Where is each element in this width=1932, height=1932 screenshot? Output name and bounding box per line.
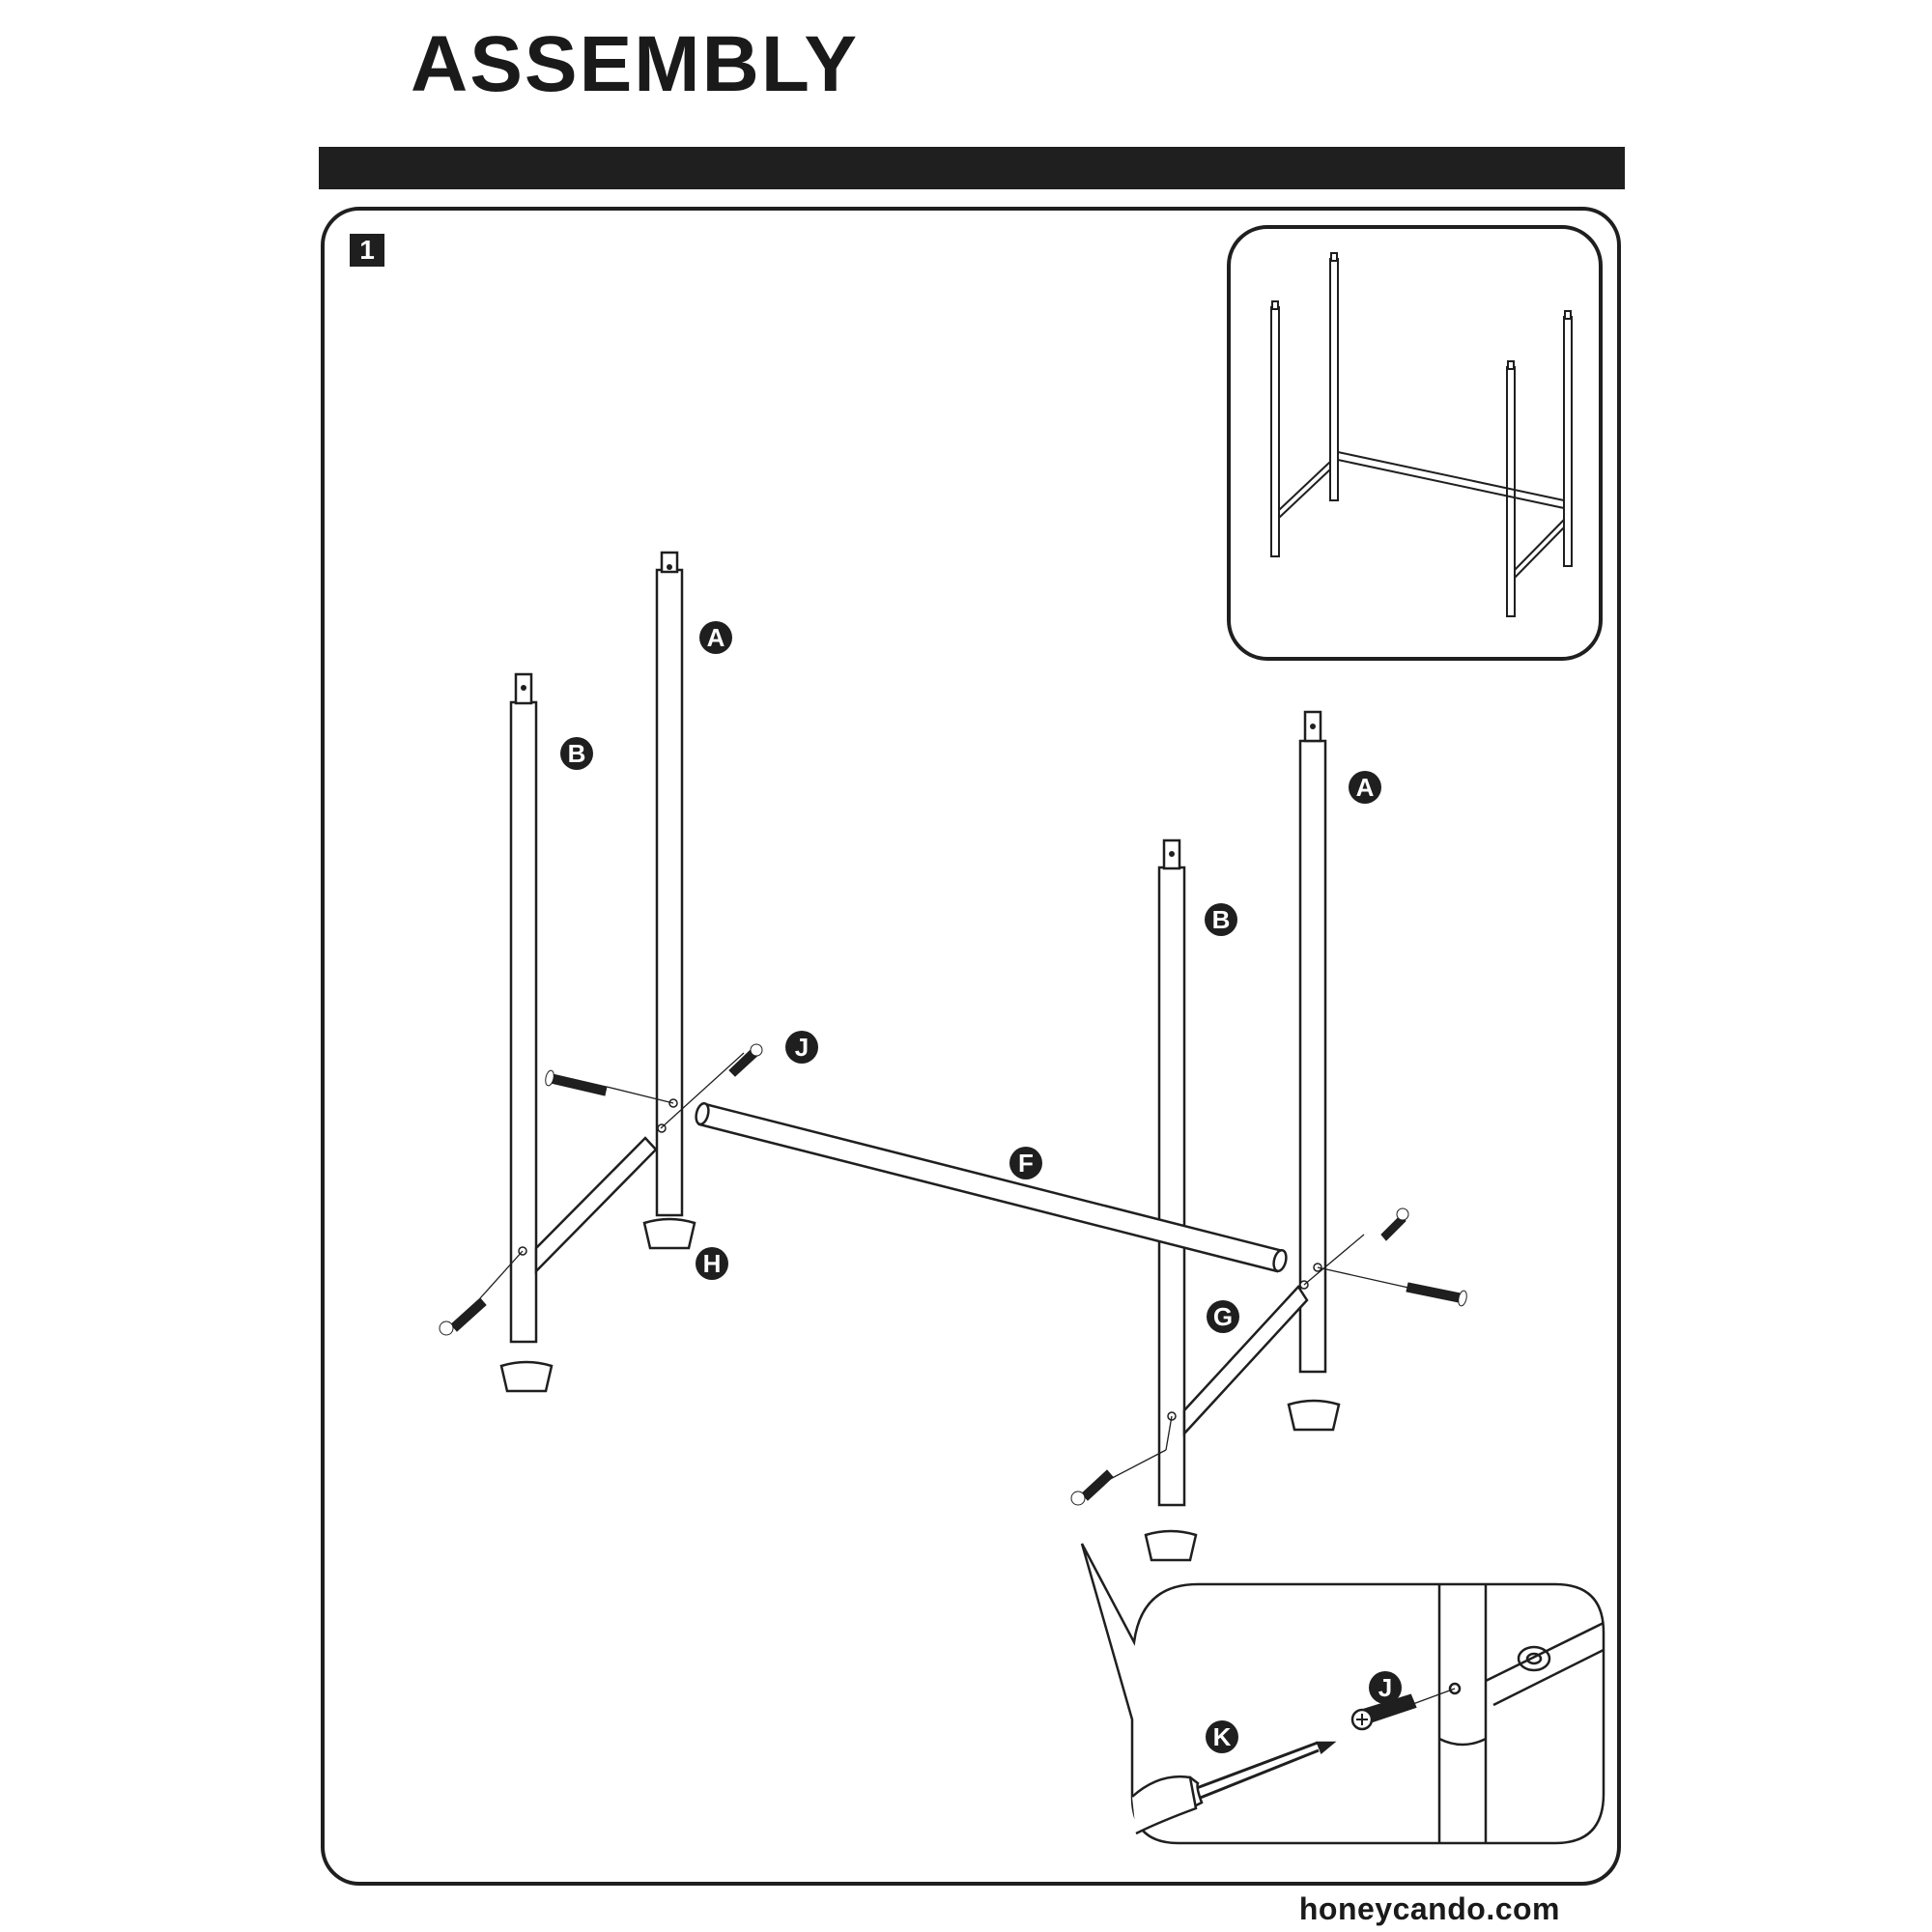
detail-inset — [1080, 1543, 1605, 1845]
footer-website: honeycando.com — [1298, 1891, 1560, 1926]
callout-j-2: J — [1369, 1671, 1402, 1704]
callout-b-2: B — [1205, 903, 1237, 936]
svg-text:A: A — [707, 623, 725, 652]
header-bar — [319, 147, 1625, 189]
svg-text:K: K — [1213, 1722, 1232, 1751]
callout-a-1: A — [699, 621, 732, 654]
step-panel — [321, 207, 1621, 1886]
svg-text:A: A — [1356, 773, 1375, 802]
foot-h-1 — [642, 1217, 696, 1250]
svg-text:J: J — [795, 1033, 809, 1062]
rail-g-right — [1182, 1284, 1309, 1437]
rail-f — [697, 1102, 1285, 1273]
svg-text:G: G — [1213, 1302, 1233, 1331]
callout-f: F — [1009, 1147, 1042, 1179]
leg-b-front-right — [1157, 866, 1186, 1507]
foot-h-2 — [499, 1360, 554, 1393]
page-title: ASSEMBLY — [411, 20, 860, 108]
leg-b-front-left — [509, 700, 538, 1344]
foot-h-3 — [1287, 1399, 1341, 1432]
svg-text:J: J — [1378, 1673, 1392, 1702]
callout-g: G — [1207, 1300, 1239, 1333]
leg-a-back-left — [655, 568, 684, 1217]
callout-h: H — [696, 1247, 728, 1280]
svg-text:F: F — [1018, 1149, 1034, 1178]
main-assembly-drawing — [499, 551, 1341, 1562]
svg-text:B: B — [568, 739, 586, 768]
callout-j-1: J — [785, 1031, 818, 1064]
preview-inset — [1227, 225, 1603, 661]
svg-text:B: B — [1212, 905, 1231, 934]
step-number-badge: 1 — [350, 234, 384, 267]
svg-text:H: H — [703, 1249, 722, 1278]
callout-k: K — [1206, 1720, 1238, 1753]
callout-b-1: B — [560, 737, 593, 770]
tube-holes — [521, 564, 1316, 857]
foot-h-4 — [1144, 1529, 1198, 1562]
callout-a-2: A — [1349, 771, 1381, 804]
bolts-j — [439, 1043, 1467, 1506]
rail-g-left — [534, 1136, 658, 1275]
part-callouts: A B A B J F H G J K — [560, 621, 1402, 1753]
